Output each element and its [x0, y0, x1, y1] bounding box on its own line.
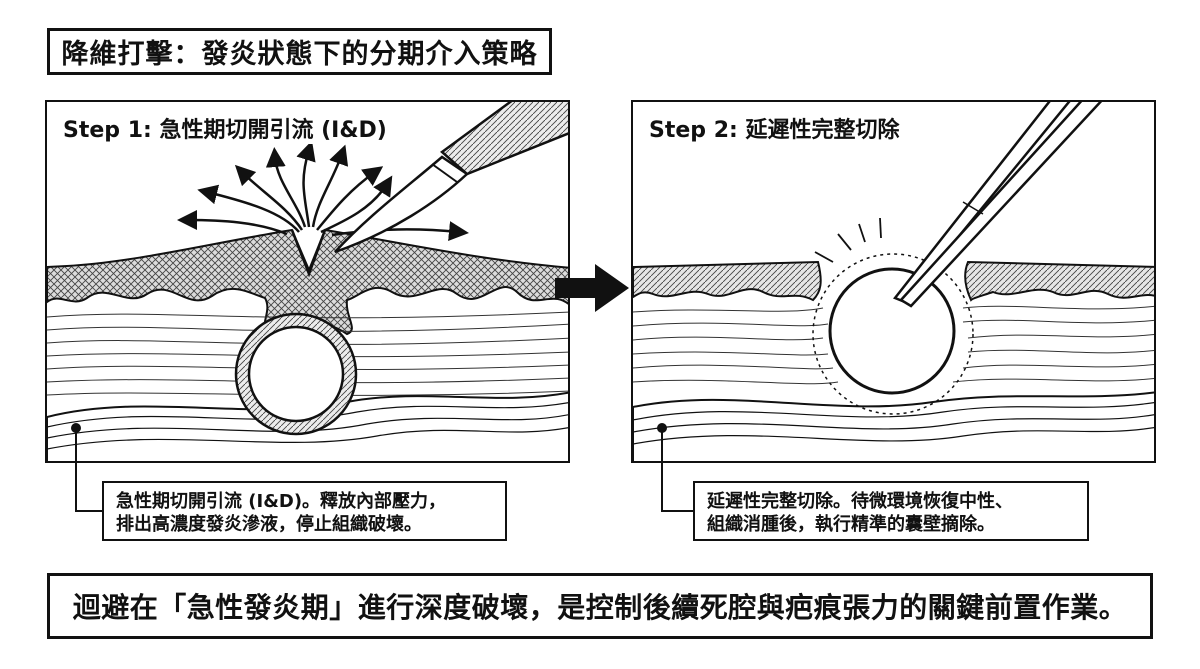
page-title: 降維打擊：發炎狀態下的分期介入策略 [47, 28, 552, 75]
deep-layer-lines [47, 402, 568, 450]
next-step-arrow-icon [555, 264, 629, 312]
forceps-icon [892, 102, 1103, 308]
step-1-panel: Step 1: 急性期切開引流 (I&D) [45, 100, 570, 463]
step-1-caption-line-2: 排出高濃度發炎滲液，停止組織破壞。 [116, 514, 422, 535]
drainage-arrows [177, 140, 469, 241]
cyst-core [247, 325, 345, 423]
cavity-dashed-outline [812, 253, 974, 415]
dermis-tissue-lines [633, 305, 1154, 385]
step-2-label: Step 2: 延遲性完整切除 [645, 112, 904, 144]
incision-cut [290, 229, 327, 278]
extraction-burst-lines [814, 217, 882, 263]
conclusion-banner: 迴避在「急性發炎期」進行深度破壞，是控制後續死腔與疤痕張力的關鍵前置作業。 [47, 573, 1153, 639]
step-2-caption-line-1: 延遲性完整切除。待微環境恢復中性、 [707, 491, 1013, 512]
step-2-caption: 延遲性完整切除。待微環境恢復中性、 組織消腫後，執行精準的囊壁摘除。 [693, 481, 1089, 541]
step-1-caption: 急性期切開引流 (I&D)。釋放內部壓力， 排出高濃度發炎滲液，停止組織破壞。 [102, 481, 507, 541]
deep-fat-layer [633, 391, 1154, 461]
step-2-caption-line-2: 組織消腫後，執行精準的囊壁摘除。 [707, 514, 995, 535]
skin-layer-left [633, 260, 822, 302]
step-1-caption-line-1: 急性期切開引流 (I&D)。釋放內部壓力， [116, 491, 447, 512]
step-1-label: Step 1: 急性期切開引流 (I&D) [59, 112, 391, 144]
skin-layer-right [964, 260, 1154, 302]
extracted-cyst [828, 267, 956, 395]
deep-layer-lines [633, 401, 1154, 445]
step-2-panel: Step 2: 延遲性完整切除 [631, 100, 1156, 463]
step-1-illustration [47, 102, 568, 461]
step-2-illustration [633, 102, 1154, 461]
swollen-skin-layer [47, 228, 568, 336]
scalpel-icon [334, 102, 568, 254]
